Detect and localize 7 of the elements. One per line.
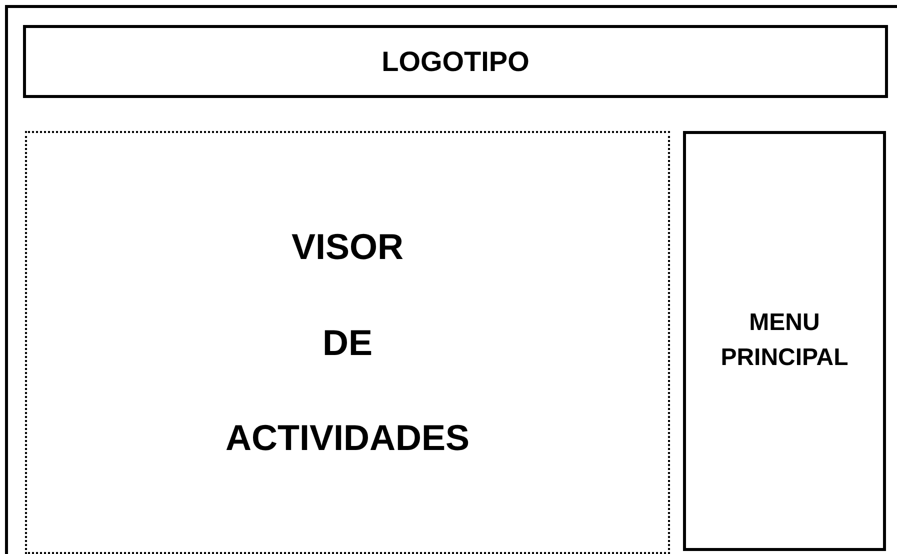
panel-label: VISOR DE ACTIVIDADES	[224, 225, 471, 460]
panel-label: LOGOTIPO	[382, 44, 530, 78]
menu-panel	[683, 131, 886, 551]
panel-label: MENU PRINCIPAL	[720, 308, 850, 373]
content-panel	[25, 131, 670, 554]
header-box	[23, 25, 888, 98]
page-frame	[5, 5, 897, 554]
